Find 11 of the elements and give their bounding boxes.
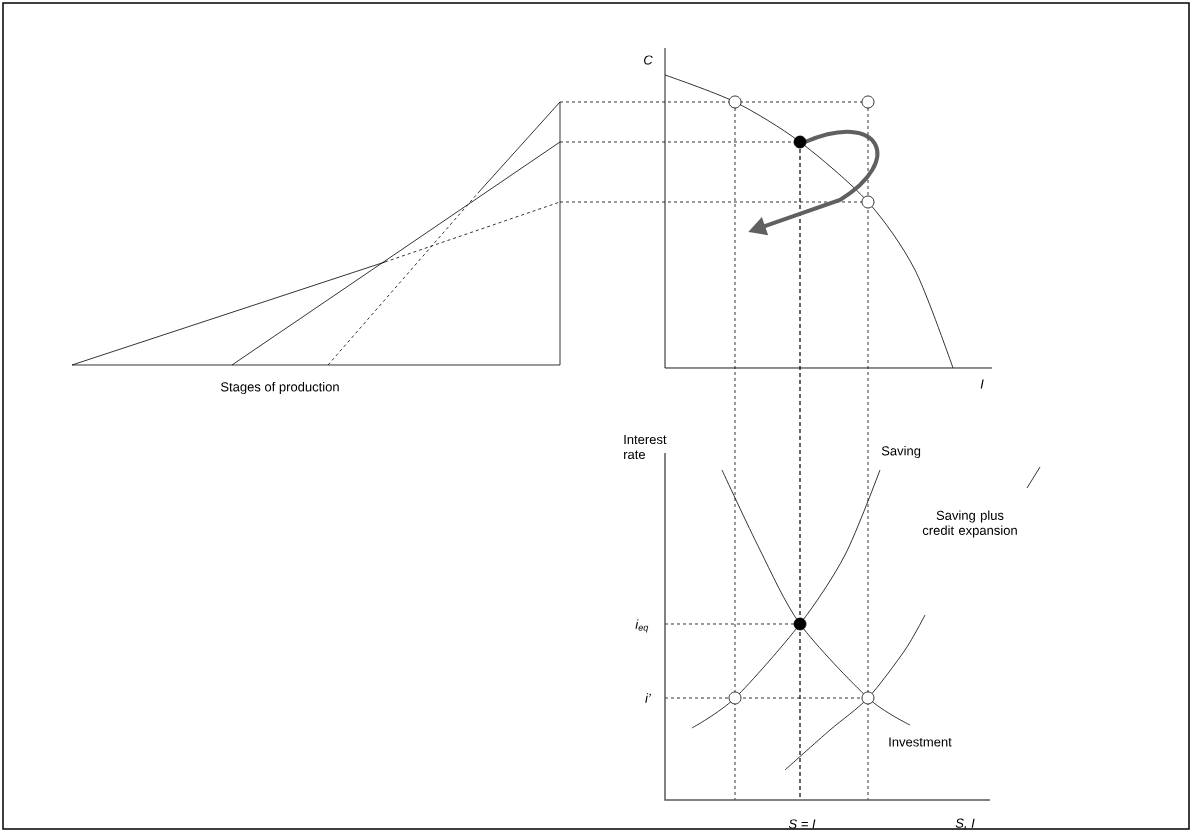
axis-label: I <box>980 379 984 389</box>
axis-label: S, I <box>955 818 975 830</box>
axis-label: Saving plus credit expansion <box>922 510 1017 538</box>
axis-label: S = I <box>788 819 816 829</box>
axis-label: Saving <box>881 445 921 459</box>
axis-label: Interest rate <box>624 434 667 459</box>
axis-label: Investment <box>889 737 952 747</box>
axis-label: Stages of production <box>221 381 339 395</box>
axis-label: i’ <box>645 693 651 703</box>
axis-label: C <box>644 55 653 65</box>
axis-label: i$_{eq}$ <box>635 619 649 633</box>
